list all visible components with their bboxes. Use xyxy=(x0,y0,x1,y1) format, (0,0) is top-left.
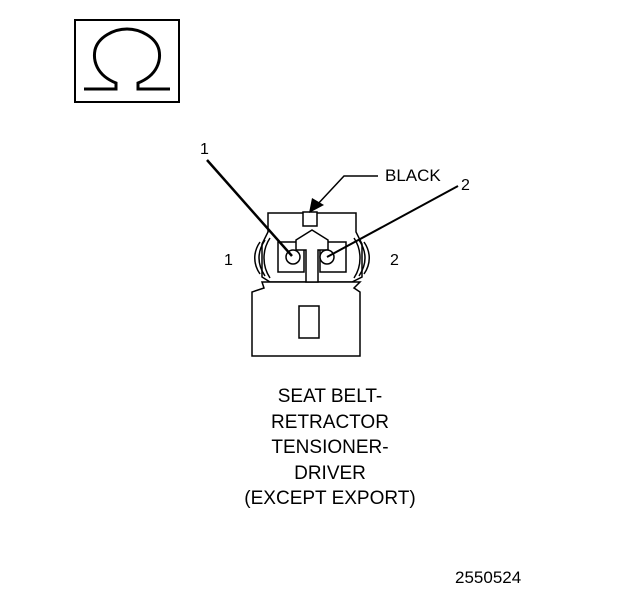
black-label-leader xyxy=(315,175,378,207)
black-label-arrowhead xyxy=(309,198,324,213)
terminal-label-2: 2 xyxy=(390,252,399,269)
terminal-label-1: 1 xyxy=(224,252,233,269)
callout-leader-2 xyxy=(326,185,459,258)
caption-line: SEAT BELT- xyxy=(277,386,383,407)
ohm-symbol-frame xyxy=(74,19,180,103)
callout-leaders xyxy=(206,159,459,258)
connector-ribs-left xyxy=(254,237,271,279)
connector-body xyxy=(251,211,370,357)
caption-line: TENSIONER- xyxy=(271,437,389,458)
callout-leader-1 xyxy=(206,159,293,257)
caption-line: (EXCEPT EXPORT) xyxy=(244,488,416,509)
callout-number-2: 2 xyxy=(461,177,470,194)
caption-line: RETRACTOR xyxy=(271,411,389,433)
component-caption: SEAT BELT- RETRACTOR TENSIONER- DRIVER (… xyxy=(200,384,460,512)
connector-latch xyxy=(302,211,318,227)
caption-line: DRIVER xyxy=(294,462,366,484)
ohm-icon xyxy=(84,27,170,91)
connector-key-slot xyxy=(298,305,320,339)
callout-number-1: 1 xyxy=(200,141,209,158)
cavity-divider xyxy=(295,229,329,283)
ohm-symbol-box xyxy=(74,19,180,103)
connector-color-label: BLACK xyxy=(385,166,441,185)
figure-number: 2550524 xyxy=(455,568,522,587)
